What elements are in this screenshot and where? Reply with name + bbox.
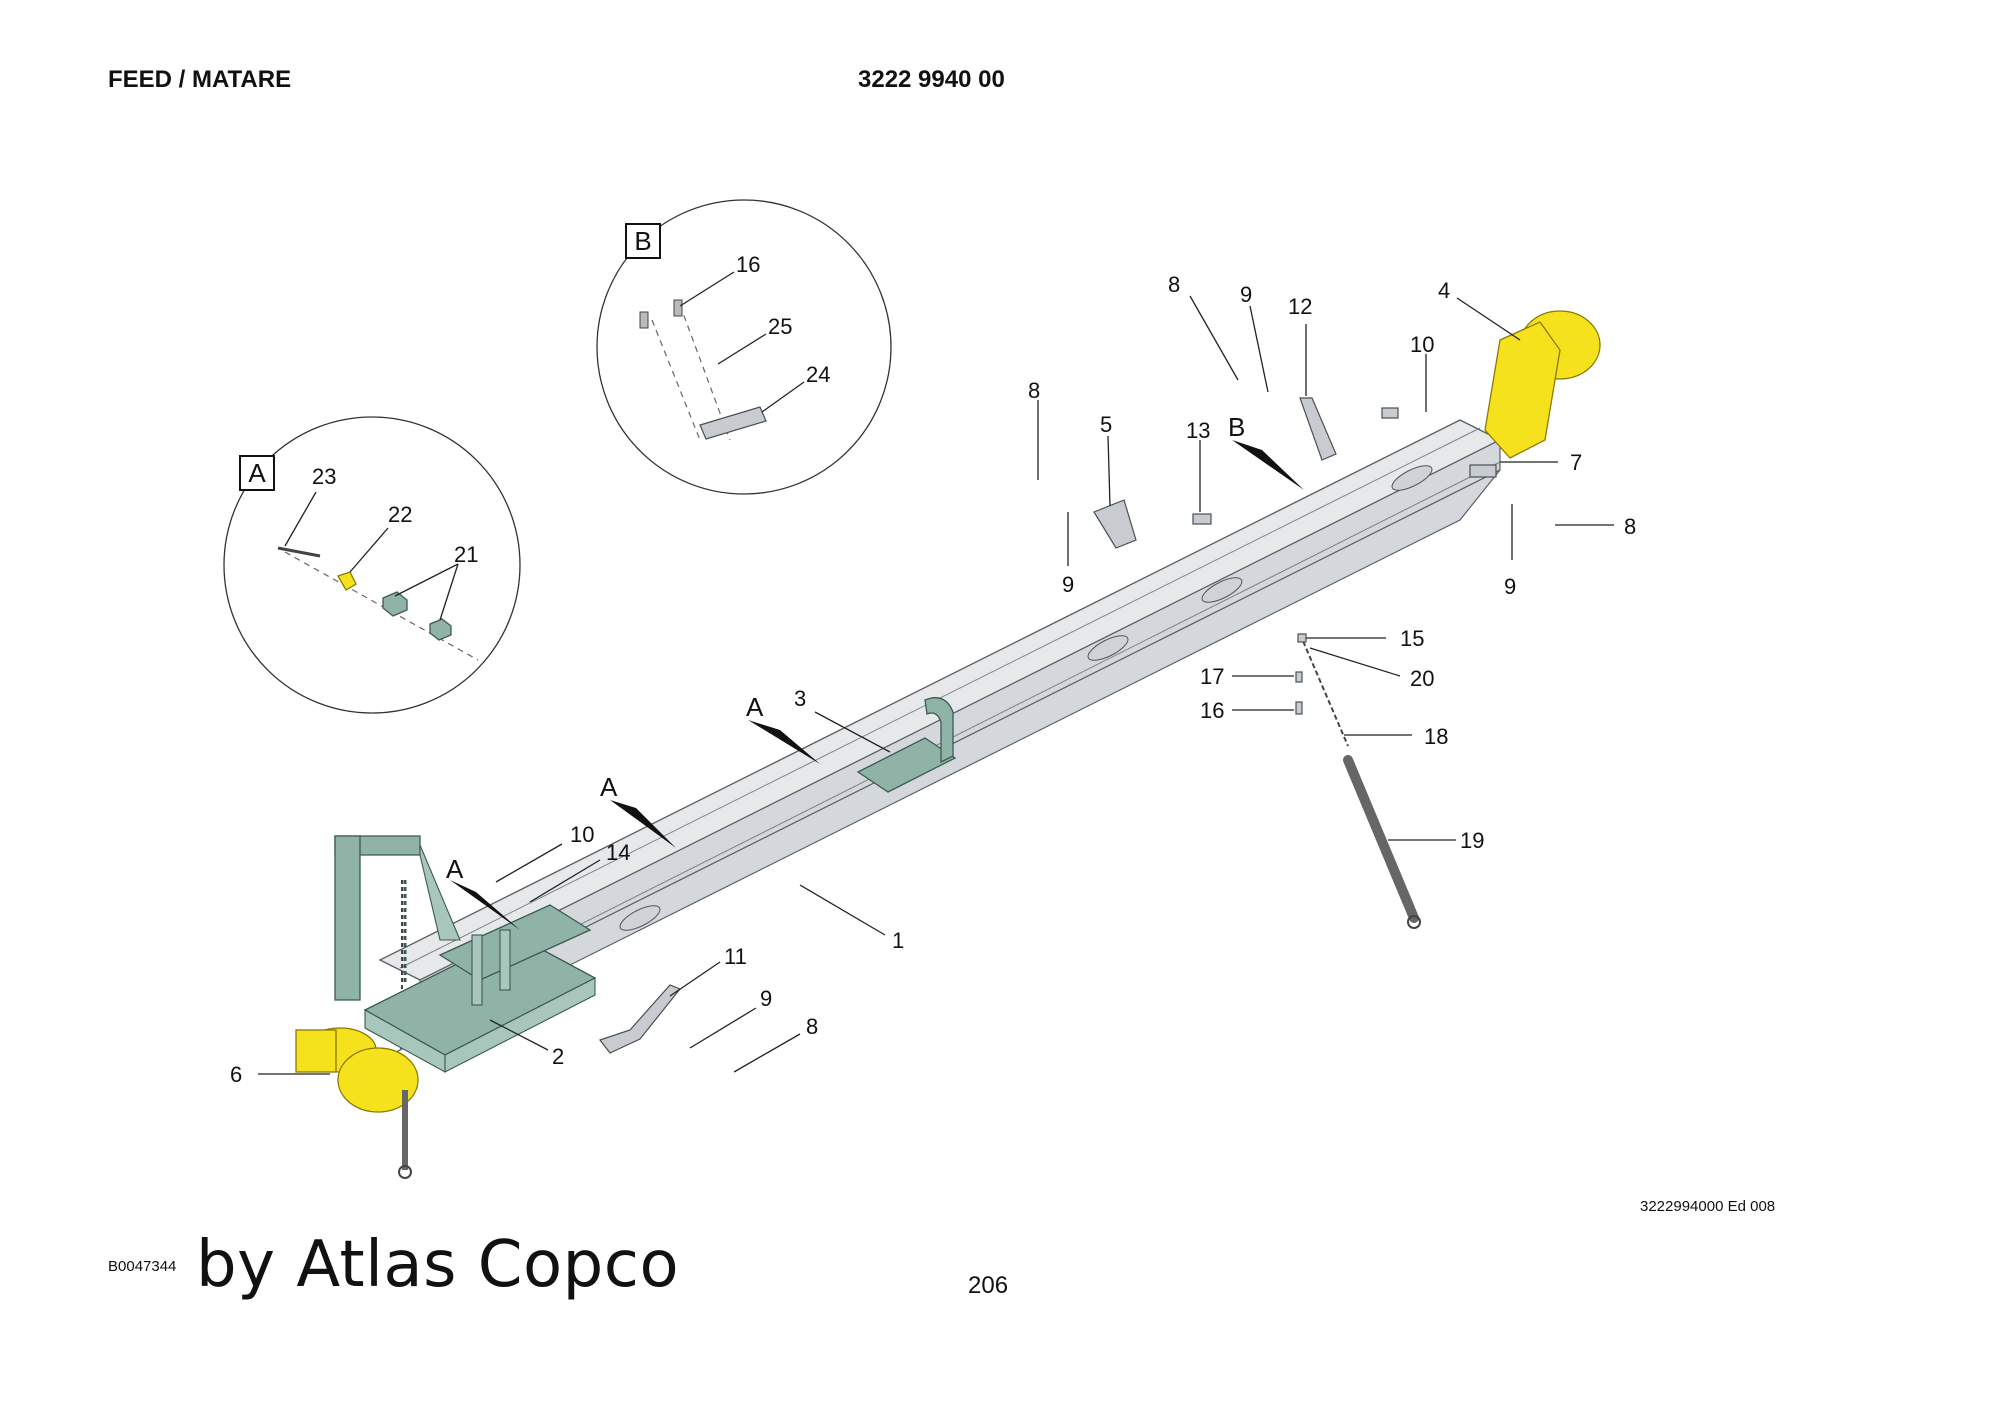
bolt-17	[1295, 671, 1303, 683]
page-number: 206	[968, 1272, 1009, 1299]
callout-15: 15	[1400, 626, 1424, 651]
callout-10a: 10	[1410, 332, 1434, 357]
clamp-21b	[429, 618, 452, 641]
callout-13: 13	[1186, 418, 1210, 443]
figure-id: B0047344	[108, 1258, 177, 1275]
detail-b-label: B	[634, 226, 651, 256]
callout-2: 2	[552, 1044, 564, 1069]
callout-22: 22	[388, 502, 412, 527]
carriage-assembly	[334, 697, 957, 1073]
callout-5: 5	[1100, 412, 1112, 437]
bolt-16	[1295, 701, 1303, 715]
flange-6	[337, 1047, 419, 1113]
pad-3	[856, 737, 957, 793]
hook-3	[924, 697, 954, 764]
edition-label: 3222994000 Ed 008	[1640, 1198, 1776, 1215]
callout-1: 1	[892, 928, 904, 953]
callout-6: 6	[230, 1062, 242, 1087]
bolt-23	[277, 546, 321, 558]
callouts: 1 2 3 4 5 6 7 8 8 8 8 9 9 9 9 10 10 11	[230, 272, 1636, 1087]
callout-8d: 8	[806, 1014, 818, 1039]
clip-10	[1381, 407, 1399, 419]
bracket-4	[1484, 321, 1561, 459]
view-marker-a1: A	[746, 692, 764, 722]
view-marker-b: B	[1228, 412, 1245, 442]
clamp-21a	[382, 591, 408, 617]
callout-7: 7	[1570, 450, 1582, 475]
brand-text: by Atlas Copco	[196, 1228, 680, 1302]
callout-21: 21	[454, 542, 478, 567]
detail-view-b: B 16 25 24	[596, 199, 892, 495]
callout-8b: 8	[1168, 272, 1180, 297]
callout-8c: 8	[1624, 514, 1636, 539]
callout-24: 24	[806, 362, 830, 387]
document-number: 3222 9940 00	[858, 66, 1005, 93]
washer-15	[1297, 633, 1307, 643]
callout-23: 23	[312, 464, 336, 489]
callout-18: 18	[1424, 724, 1448, 749]
detail-view-a: A 23 22 21	[223, 416, 521, 714]
clip-13	[1192, 513, 1212, 525]
callout-9c: 9	[1504, 574, 1516, 599]
bracket-11	[599, 984, 681, 1054]
callout-8a: 8	[1028, 378, 1040, 403]
bracket-12	[1299, 397, 1337, 461]
callout-10b: 10	[570, 822, 594, 847]
view-marker-a2: A	[600, 772, 618, 802]
detail-circle-a	[223, 416, 521, 714]
callout-9a: 9	[1062, 572, 1074, 597]
detail-a-box	[239, 455, 275, 491]
view-marker-a3: A	[446, 854, 464, 884]
callout-17: 17	[1200, 664, 1224, 689]
callout-9b: 9	[1240, 282, 1252, 307]
detail-b-box	[625, 223, 661, 259]
callout-11: 11	[724, 944, 747, 969]
plate-24	[699, 406, 767, 440]
chain-18	[1299, 633, 1349, 747]
detail-circle-b	[596, 199, 892, 495]
bolt-16b	[673, 299, 683, 317]
callout-14: 14	[606, 840, 630, 865]
detail-a-label: A	[248, 458, 266, 488]
page-title: FEED / MATARE	[108, 66, 292, 93]
bolt-16a	[639, 311, 649, 329]
plate-7	[1469, 464, 1497, 478]
callout-16-detail: 16	[736, 252, 760, 277]
gas-spring	[1295, 633, 1421, 929]
callout-4: 4	[1438, 278, 1450, 303]
bracket-5	[1093, 499, 1137, 549]
callout-25: 25	[768, 314, 792, 339]
clip-22	[337, 571, 357, 591]
callout-9d: 9	[760, 986, 772, 1011]
yellow-parts	[295, 310, 1601, 1113]
cylinder-19	[1343, 755, 1419, 923]
callout-19: 19	[1460, 828, 1484, 853]
callout-20: 20	[1410, 666, 1434, 691]
view-markers: A A A B	[446, 412, 1304, 930]
callout-12: 12	[1288, 294, 1312, 319]
callout-16: 16	[1200, 698, 1224, 723]
callout-3: 3	[794, 686, 806, 711]
